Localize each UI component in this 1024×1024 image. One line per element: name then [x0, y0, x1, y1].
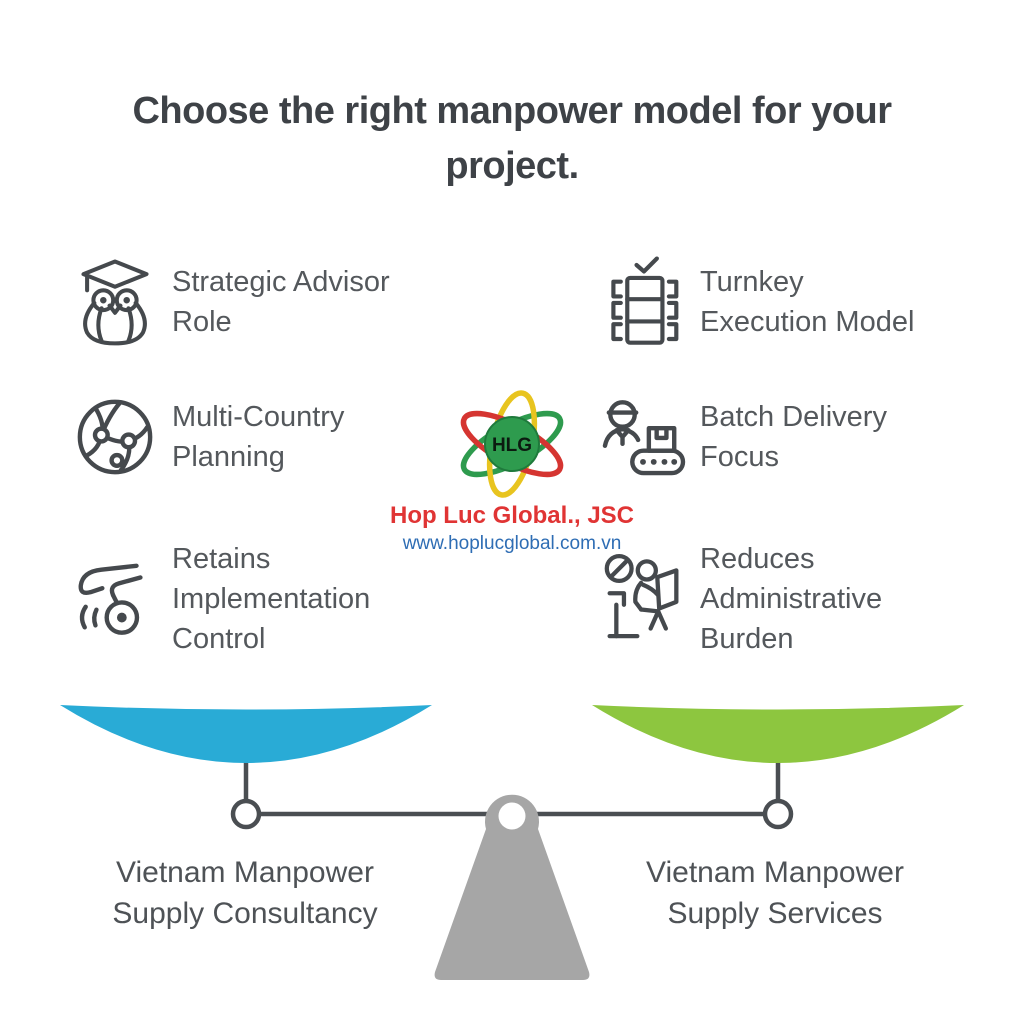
fulcrum-pivot-hole	[498, 802, 526, 830]
company-logo: HLG Hop Luc Global., JSC www.hoplucgloba…	[352, 388, 672, 555]
feature-reduces-administrative-burden: Reduces Administrative Burden	[594, 534, 1024, 664]
feature-label: Turnkey Execution Model	[700, 265, 915, 338]
company-name: Hop Luc Global., JSC	[389, 502, 635, 529]
right-pan-label: Vietnam Manpower Supply Services	[646, 856, 904, 930]
left-beam-joint	[230, 798, 262, 830]
batch-delivery-icon	[594, 397, 692, 477]
turnkey-rack-icon	[594, 254, 692, 350]
logo-core	[484, 416, 540, 472]
atom-logo-icon: HLG	[460, 390, 564, 498]
globe-network-icon	[66, 396, 164, 478]
right-beam-joint	[762, 798, 794, 830]
feature-label: Batch Delivery Focus	[700, 400, 887, 473]
fulcrum	[434, 794, 590, 980]
balance-scale	[60, 705, 964, 980]
feature-label: Reduces Administrative Burden	[700, 542, 883, 655]
reduces-admin-icon	[594, 552, 692, 646]
feature-label: Strategic Advisor Role	[172, 265, 390, 338]
hand-control-icon	[66, 557, 164, 641]
feature-retains-implementation-control: Retains Implementation Control	[66, 534, 506, 664]
feature-multi-country-planning: Multi-Country Planning	[66, 390, 506, 484]
owl-graduate-icon	[66, 257, 164, 347]
logo-mark-text: HLG	[492, 435, 532, 456]
feature-batch-delivery-focus: Batch Delivery Focus	[594, 390, 1024, 484]
feature-strategic-advisor-role: Strategic Advisor Role	[66, 250, 506, 354]
page-title: Choose the right manpower model for your…	[132, 90, 892, 188]
feature-turnkey-execution-model: Turnkey Execution Model	[594, 250, 1024, 354]
company-website-link[interactable]: www.hoplucglobal.com.vn	[402, 533, 622, 554]
right-pan	[592, 705, 964, 763]
left-pan-label: Vietnam Manpower Supply Consultancy	[112, 856, 378, 930]
left-pan	[60, 705, 432, 763]
feature-label: Multi-Country Planning	[172, 400, 345, 473]
feature-label: Retains Implementation Control	[172, 542, 371, 655]
